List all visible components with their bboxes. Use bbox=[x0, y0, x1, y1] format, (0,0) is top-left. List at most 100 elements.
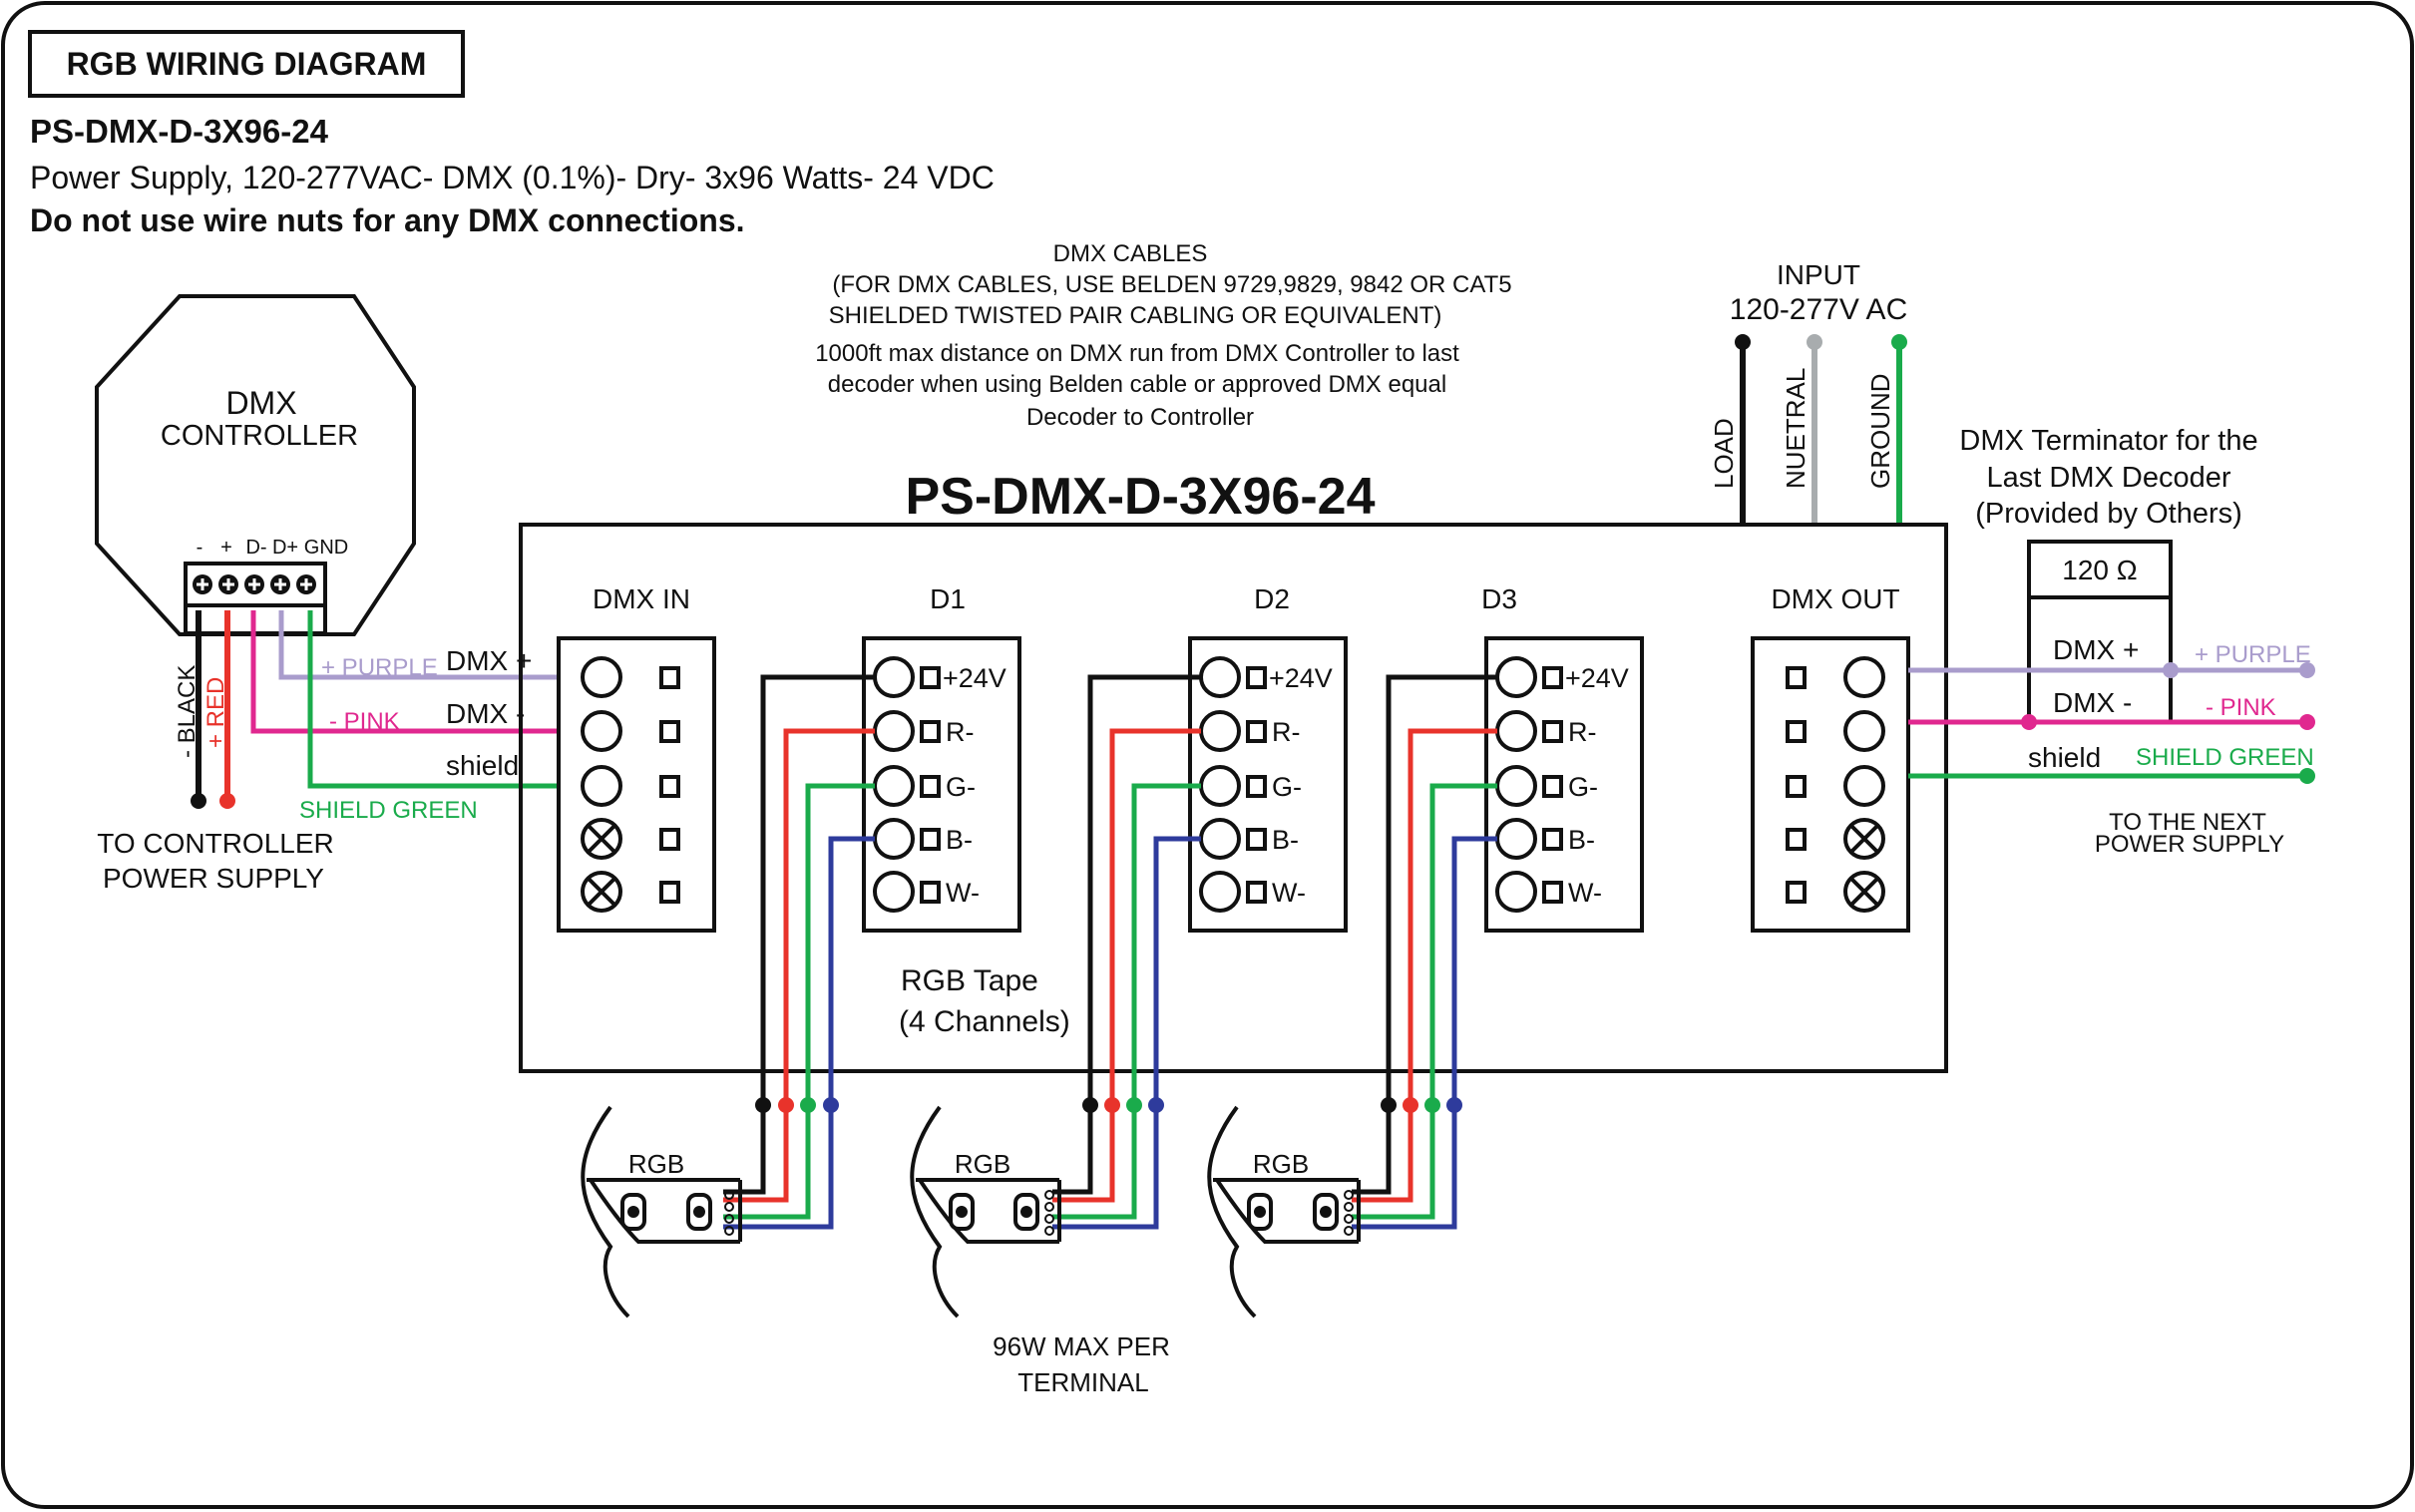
decoder-title: D1 bbox=[930, 583, 966, 614]
pin-24v-label: +24V bbox=[1565, 663, 1629, 693]
dmx-controller-body bbox=[95, 294, 416, 636]
note-line-2: (FOR DMX CABLES, USE BELDEN 9729,9829, 9… bbox=[832, 271, 1511, 298]
rgb-tape-channels: (4 Channels) bbox=[899, 1005, 1070, 1038]
power-supply-body bbox=[519, 523, 1948, 1073]
pin-g-label: G- bbox=[946, 772, 976, 802]
controller-bottom-label-2: POWER SUPPLY bbox=[103, 863, 324, 894]
rgb-strip-3: RGB bbox=[1207, 1105, 1361, 1319]
rgb-strip-2: RGB bbox=[910, 1105, 1061, 1319]
led-chip-icon bbox=[620, 1193, 646, 1231]
pink-wire-end bbox=[2299, 714, 2315, 730]
strip-label: RGB bbox=[628, 1149, 684, 1179]
terminal-square bbox=[659, 828, 680, 851]
d3-wire-dots bbox=[1381, 1097, 1462, 1113]
terminator-dmx-minus: DMX - bbox=[2053, 687, 2132, 718]
decoder-title: D3 bbox=[1481, 583, 1517, 614]
ps-title: PS-DMX-D-3X96-24 bbox=[905, 468, 1375, 526]
led-chip-icon bbox=[686, 1193, 712, 1231]
pin-24v-label: +24V bbox=[1269, 663, 1333, 693]
pin-g-label: G- bbox=[1272, 772, 1302, 802]
pin-label: GND bbox=[304, 537, 348, 559]
neutral-wire-end bbox=[1807, 334, 1822, 350]
decoder-d2: D2 +24V R- G- B- W- bbox=[1188, 583, 1348, 933]
dmx-out-terminals bbox=[1786, 656, 1885, 913]
dmx-in-plus-label: DMX + bbox=[446, 645, 532, 676]
ground-label: GROUND bbox=[1865, 373, 1895, 489]
title-box bbox=[28, 30, 465, 98]
decoder-d1: D1 +24V R- G- B- W- bbox=[862, 583, 1021, 933]
terminator-resistor-box bbox=[2027, 540, 2173, 599]
note-line-1: DMX CABLES bbox=[1053, 240, 1208, 267]
terminal-square bbox=[659, 775, 680, 798]
shield-wire-label: SHIELD GREEN bbox=[299, 797, 478, 824]
shield-wire-end bbox=[2299, 768, 2315, 784]
out-pink-label: - PINK bbox=[2206, 694, 2276, 721]
red-wire-end bbox=[219, 793, 235, 809]
pin-r-label: R- bbox=[1272, 717, 1301, 747]
controller-pink-wire bbox=[250, 610, 601, 734]
d2-strip-wiring bbox=[1052, 674, 1201, 1230]
ground-wire-end bbox=[1891, 334, 1907, 350]
input-title: INPUT bbox=[1777, 259, 1860, 290]
black-wire-label: - BLACK bbox=[174, 665, 201, 758]
black-wire-end bbox=[191, 793, 206, 809]
purple-wire-label: + PURPLE bbox=[321, 654, 438, 681]
pin-w-label: W- bbox=[1568, 878, 1602, 908]
d1-wire-dots bbox=[755, 1097, 839, 1113]
neutral-label: NUETRAL bbox=[1781, 368, 1811, 489]
controller-shield-wire bbox=[307, 610, 601, 789]
rgb-strip-1: RGB bbox=[581, 1105, 742, 1319]
pin-b-label: B- bbox=[1568, 825, 1595, 855]
dmx-in-minus-terminal bbox=[581, 710, 622, 752]
max-per-terminal-2: TERMINAL bbox=[1017, 1367, 1148, 1397]
pin-b-label: B- bbox=[946, 825, 973, 855]
terminator-dmx-plus: DMX + bbox=[2053, 634, 2139, 665]
decoder-d3: D3 +24V R- G- B- W- bbox=[1481, 583, 1644, 933]
d2-wire-dots bbox=[1082, 1097, 1164, 1113]
pin-label: D- bbox=[245, 537, 266, 559]
strip-label: RGB bbox=[1253, 1149, 1309, 1179]
out-purple-label: + PURPLE bbox=[2195, 641, 2311, 668]
warning-text: Do not use wire nuts for any DMX connect… bbox=[30, 202, 745, 238]
pin-r-label: R- bbox=[1568, 717, 1597, 747]
controller-purple-wire bbox=[278, 610, 601, 680]
pin-w-label: W- bbox=[946, 878, 980, 908]
red-wire-label: + RED bbox=[202, 677, 229, 748]
load-label: LOAD bbox=[1709, 418, 1739, 489]
out-shield-text: shield bbox=[2028, 742, 2101, 773]
controller-screws bbox=[193, 574, 316, 594]
note-line-5: decoder when using Belden cable or appro… bbox=[828, 371, 1446, 398]
led-chip-icon bbox=[1247, 1193, 1273, 1231]
terminator-title-1: DMX Terminator for the bbox=[1959, 425, 2257, 457]
dmx-in-minus-label: DMX - bbox=[446, 698, 525, 729]
title-box-text: RGB WIRING DIAGRAM bbox=[67, 46, 427, 82]
terminal-square bbox=[659, 666, 680, 689]
dmx-in-terminals bbox=[581, 656, 680, 913]
dmx-out-title: DMX OUT bbox=[1771, 583, 1899, 614]
rgb-tape-label: RGB Tape bbox=[901, 964, 1038, 997]
pin-label: + bbox=[220, 537, 232, 559]
description-text: Power Supply, 120-277VAC- DMX (0.1%)- Dr… bbox=[30, 160, 995, 195]
decoder-title: D2 bbox=[1254, 583, 1290, 614]
terminator-title-2: Last DMX Decoder bbox=[1987, 462, 2231, 494]
controller-pin-labels: - + D- D+ GND bbox=[197, 537, 349, 559]
terminal-square bbox=[659, 720, 680, 743]
next-ps-label-2: POWER SUPPLY bbox=[2095, 831, 2284, 858]
dmx-in-shield-terminal bbox=[581, 765, 622, 807]
note-line-3: SHIELDED TWISTED PAIR CABLING OR EQUIVAL… bbox=[829, 302, 1442, 329]
pin-w-label: W- bbox=[1272, 878, 1306, 908]
purple-wire-end bbox=[2299, 662, 2315, 678]
dmx-cables-note: DMX CABLES (FOR DMX CABLES, USE BELDEN 9… bbox=[815, 240, 1511, 431]
led-chip-icon bbox=[1313, 1193, 1339, 1231]
terminator-title-3: (Provided by Others) bbox=[1975, 498, 2242, 530]
pink-wire-label: - PINK bbox=[329, 708, 400, 735]
strip-label: RGB bbox=[955, 1149, 1010, 1179]
pin-24v-label: +24V bbox=[943, 663, 1006, 693]
out-shield-label: SHIELD GREEN bbox=[2136, 744, 2314, 771]
led-chip-icon bbox=[1013, 1193, 1039, 1231]
pin-r-label: R- bbox=[946, 717, 975, 747]
d1-strip-wiring bbox=[723, 674, 875, 1230]
next-ps-label-1: TO THE NEXT bbox=[2109, 809, 2266, 836]
